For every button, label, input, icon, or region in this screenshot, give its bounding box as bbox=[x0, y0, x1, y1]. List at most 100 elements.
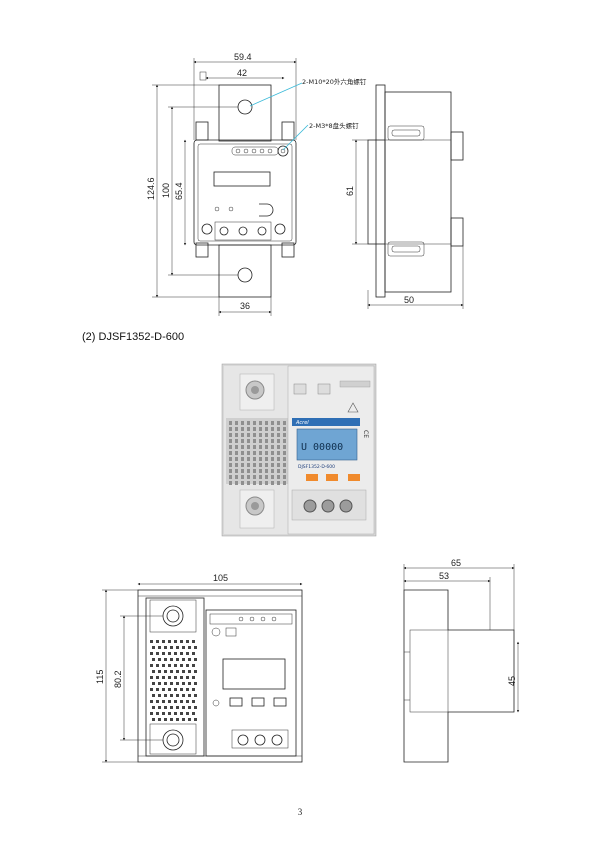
perforation-hole bbox=[241, 433, 244, 437]
perforation-hole bbox=[152, 706, 155, 709]
section-caption: (2) DJSF1352-D-600 bbox=[82, 331, 185, 343]
perforation-hole bbox=[271, 475, 274, 479]
perforation-hole bbox=[241, 469, 244, 473]
perforation-hole bbox=[168, 664, 171, 667]
perforation-hole bbox=[259, 433, 262, 437]
perforation-hole bbox=[170, 706, 173, 709]
perforation-hole bbox=[259, 451, 262, 455]
perforation-hole bbox=[182, 694, 185, 697]
perforation-hole bbox=[162, 700, 165, 703]
perforation-hole bbox=[283, 475, 286, 479]
perforation-hole bbox=[265, 475, 268, 479]
perforation-hole bbox=[174, 712, 177, 715]
perforation-hole bbox=[265, 427, 268, 431]
perforation-hole bbox=[259, 421, 262, 425]
perforation-hole bbox=[158, 658, 161, 661]
perforation-hole bbox=[170, 658, 173, 661]
perforation-hole bbox=[194, 706, 197, 709]
perforation-hole bbox=[192, 640, 195, 643]
perforation-hole bbox=[277, 421, 280, 425]
perforation-hole bbox=[247, 463, 250, 467]
perforation-hole bbox=[229, 469, 232, 473]
note-hex-screw: 2-M10*20外六角螺钉 bbox=[302, 77, 367, 86]
perforation-hole bbox=[156, 688, 159, 691]
perforation-hole bbox=[283, 445, 286, 449]
perforation-hole bbox=[235, 421, 238, 425]
perforation-hole bbox=[271, 463, 274, 467]
dim-side-w-total: 65 bbox=[451, 558, 461, 568]
perforation-hole bbox=[247, 439, 250, 443]
perforation-hole bbox=[235, 451, 238, 455]
perforation-hole bbox=[229, 427, 232, 431]
perforation-hole bbox=[241, 481, 244, 485]
photo-screen: U 00000 bbox=[301, 442, 343, 453]
perforation-hole bbox=[158, 646, 161, 649]
perforation-hole bbox=[158, 718, 161, 721]
perforation-hole bbox=[156, 640, 159, 643]
perforation-hole bbox=[283, 433, 286, 437]
perforation-hole bbox=[150, 676, 153, 679]
perforation-hole bbox=[229, 439, 232, 443]
dim-side-h: 45 bbox=[507, 676, 517, 686]
perforation-hole bbox=[176, 694, 179, 697]
perforation-hole bbox=[192, 688, 195, 691]
perforation-hole bbox=[235, 439, 238, 443]
perforation-hole bbox=[194, 670, 197, 673]
perforation-hole bbox=[247, 433, 250, 437]
bottom-front-view: 105 115 80.2 bbox=[95, 573, 303, 763]
perforation-hole bbox=[253, 463, 256, 467]
perforation-hole bbox=[253, 433, 256, 437]
perforation-hole bbox=[150, 652, 153, 655]
perforation-hole bbox=[253, 439, 256, 443]
perforation-hole bbox=[150, 700, 153, 703]
perforation-hole bbox=[235, 433, 238, 437]
perforation-hole bbox=[259, 457, 262, 461]
perforation-hole bbox=[170, 682, 173, 685]
perforation-hole bbox=[176, 682, 179, 685]
perforation-hole bbox=[176, 646, 179, 649]
perforation-hole bbox=[150, 664, 153, 667]
perforation-hole bbox=[283, 451, 286, 455]
perforation-hole bbox=[188, 670, 191, 673]
dim-front-w: 105 bbox=[213, 573, 228, 583]
perforation-hole bbox=[235, 427, 238, 431]
perforation-hole bbox=[182, 670, 185, 673]
perforation-hole bbox=[229, 481, 232, 485]
perforation-hole bbox=[188, 706, 191, 709]
perforation-hole bbox=[259, 445, 262, 449]
perforation-hole bbox=[170, 694, 173, 697]
perforation-hole bbox=[241, 463, 244, 467]
perforation-hole bbox=[180, 712, 183, 715]
perforation-hole bbox=[235, 469, 238, 473]
perforation-hole bbox=[277, 439, 280, 443]
perforation-hole bbox=[188, 694, 191, 697]
perforation-hole bbox=[271, 457, 274, 461]
perforation-hole bbox=[188, 718, 191, 721]
perforation-hole bbox=[283, 463, 286, 467]
perforation-hole bbox=[277, 457, 280, 461]
perforation-hole bbox=[271, 439, 274, 443]
perforation-hole bbox=[186, 676, 189, 679]
perforation-hole bbox=[247, 481, 250, 485]
perforation-hole bbox=[152, 694, 155, 697]
page-number: 3 bbox=[297, 807, 303, 817]
perforation-hole bbox=[247, 445, 250, 449]
perforation-hole bbox=[229, 445, 232, 449]
dim-side-w: 50 bbox=[404, 295, 414, 305]
perforation-hole bbox=[241, 427, 244, 431]
perforation-hole bbox=[253, 427, 256, 431]
perforation-hole bbox=[170, 646, 173, 649]
perforation-hole bbox=[174, 676, 177, 679]
perforation-hole bbox=[271, 469, 274, 473]
perforation-hole bbox=[150, 640, 153, 643]
perforation-hole bbox=[253, 481, 256, 485]
perforation-hole bbox=[158, 670, 161, 673]
product-photo: Acrel U 00000 DJSF1352-D-600 CE bbox=[221, 363, 377, 537]
dim-side-w-inner: 53 bbox=[439, 571, 449, 581]
perforation-hole bbox=[241, 475, 244, 479]
top-front-view: 59.4 42 124.6 100 65.4 36 2-M10*20外六角螺钉 … bbox=[146, 52, 367, 316]
perforation-hole bbox=[164, 670, 167, 673]
perforation-hole bbox=[277, 463, 280, 467]
perforation-hole bbox=[247, 469, 250, 473]
perforation-hole bbox=[253, 445, 256, 449]
